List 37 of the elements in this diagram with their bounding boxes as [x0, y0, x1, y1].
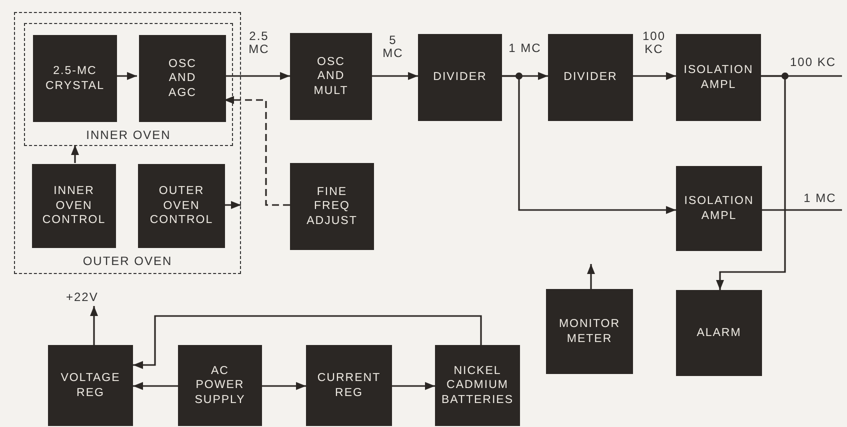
- process-block: FINE FREQ ADJUST: [290, 163, 374, 250]
- arrow: [71, 145, 79, 163]
- process-block: DIVIDER: [548, 34, 633, 121]
- arrow: [90, 306, 98, 345]
- process-block: DIVIDER: [418, 34, 502, 121]
- arrow: [115, 72, 137, 80]
- process-block: NICKEL CADMIUM BATTERIES: [435, 345, 520, 426]
- process-block: ALARM: [676, 290, 762, 376]
- arrow: [502, 75, 676, 214]
- process-block: ISOLATION AMPL: [676, 34, 761, 121]
- enclosure-label: INNER OVEN: [85, 128, 172, 142]
- process-block: CURRENT REG: [306, 345, 392, 426]
- arrow: [133, 382, 178, 390]
- arrow: [392, 382, 435, 390]
- process-block: AC POWER SUPPLY: [178, 345, 262, 426]
- enclosure-label: OUTER OVEN: [82, 254, 174, 268]
- process-block: OUTER OVEN CONTROL: [138, 164, 225, 248]
- oven-enclosure: [24, 23, 233, 146]
- arrow: [262, 382, 306, 390]
- arrow: [224, 72, 290, 80]
- process-block: OSC AND MULT: [290, 33, 372, 120]
- arrow: [587, 264, 595, 289]
- process-block: OSC AND AGC: [139, 35, 226, 122]
- arrow: [633, 72, 676, 80]
- dashed-arrow: [224, 96, 290, 206]
- arrow: [133, 315, 482, 369]
- process-block: ISOLATION AMPL: [676, 166, 762, 251]
- process-block: 2.5-MC CRYSTAL: [33, 35, 117, 122]
- voltage-label: +22V: [66, 290, 98, 304]
- arrow: [224, 201, 241, 209]
- process-block: INNER OVEN CONTROL: [32, 164, 116, 248]
- process-block: VOLTAGE REG: [48, 345, 133, 426]
- signal-line: [762, 209, 842, 211]
- arrow: [372, 72, 418, 80]
- arrow: [716, 75, 786, 290]
- process-block: MONITOR METER: [546, 289, 633, 374]
- oven-enclosure: [14, 12, 241, 274]
